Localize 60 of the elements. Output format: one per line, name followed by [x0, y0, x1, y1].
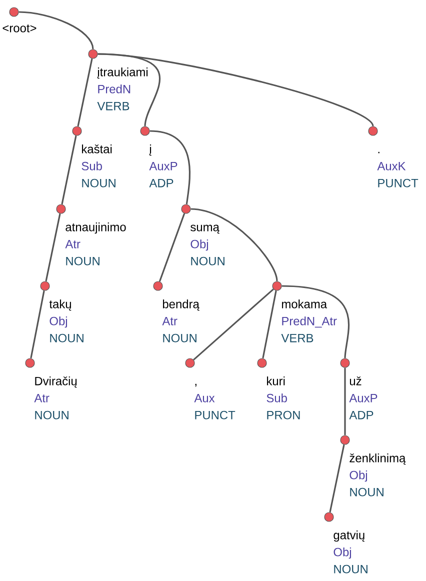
tree-edge [193, 288, 274, 360]
tree-edge [45, 214, 61, 282]
tree-edge [262, 290, 277, 358]
part-of-speech-tag: PUNCT [378, 178, 418, 188]
word: Dviračių [35, 376, 77, 388]
word: ženklinimą [350, 454, 406, 465]
dependency-label: Obj [350, 470, 367, 482]
word: į [149, 144, 152, 156]
tree-edge [77, 58, 93, 126]
part-of-speech-tag: NOUN [66, 256, 100, 266]
dependency-label: AuxK [377, 162, 406, 170]
dependency-label: Obj [334, 548, 351, 559]
tree-edge [344, 368, 346, 436]
word: kuri [267, 376, 285, 386]
tree-edge [61, 136, 77, 204]
word: gatvių [334, 530, 364, 542]
word: takų [49, 300, 72, 311]
part-of-speech-tag: NOUN [163, 334, 196, 342]
part-of-speech-tag: VERB [97, 102, 130, 110]
part-of-speech-tag: PRON [267, 410, 300, 420]
dependency-label: Atr [162, 316, 178, 326]
word: <root> [2, 24, 36, 32]
dependency-label: Atr [34, 394, 50, 402]
tree-edge [158, 213, 186, 282]
dependency-label: AuxP [149, 162, 178, 170]
word: kaštai [82, 144, 112, 154]
word: sumą [190, 224, 220, 234]
part-of-speech-tag: PUNCT [195, 410, 236, 420]
dependency-label: Obj [50, 316, 67, 328]
tree-edge [190, 208, 278, 282]
tree-edge [98, 53, 374, 127]
dependency-label: Sub [266, 394, 287, 402]
tree-edge [329, 444, 345, 512]
word: . [378, 152, 380, 154]
dependency-label: PredN [98, 84, 130, 94]
part-of-speech-tag: ADP [149, 178, 174, 188]
part-of-speech-tag: NOUN [350, 488, 384, 496]
word: , [195, 384, 196, 387]
dependency-label: AuxP [349, 394, 378, 402]
part-of-speech-tag: NOUN [35, 410, 68, 420]
tree-edge [150, 130, 191, 204]
tree-edge [282, 285, 350, 358]
word: įtraukiami [97, 68, 148, 79]
part-of-speech-tag: NOUN [50, 334, 84, 342]
part-of-speech-tag: ADP [349, 410, 374, 420]
tree-edge [18, 11, 94, 50]
dependency-label: Atr [65, 240, 80, 248]
part-of-speech-tag: NOUN [82, 178, 116, 188]
dependency-label: Aux [194, 394, 215, 402]
part-of-speech-tag: NOUN [191, 256, 224, 266]
part-of-speech-tag: NOUN [334, 564, 368, 574]
tree-edge [30, 290, 45, 358]
word: bendrą [162, 300, 200, 311]
word: atnaujinimo [66, 222, 126, 234]
word: mokama [282, 300, 328, 308]
word: už [350, 376, 362, 386]
dependency-label: Sub [82, 162, 102, 170]
part-of-speech-tag: VERB [281, 334, 314, 342]
dependency-label: PredN_Atr [282, 316, 337, 328]
dependency-label: Obj [190, 240, 208, 251]
